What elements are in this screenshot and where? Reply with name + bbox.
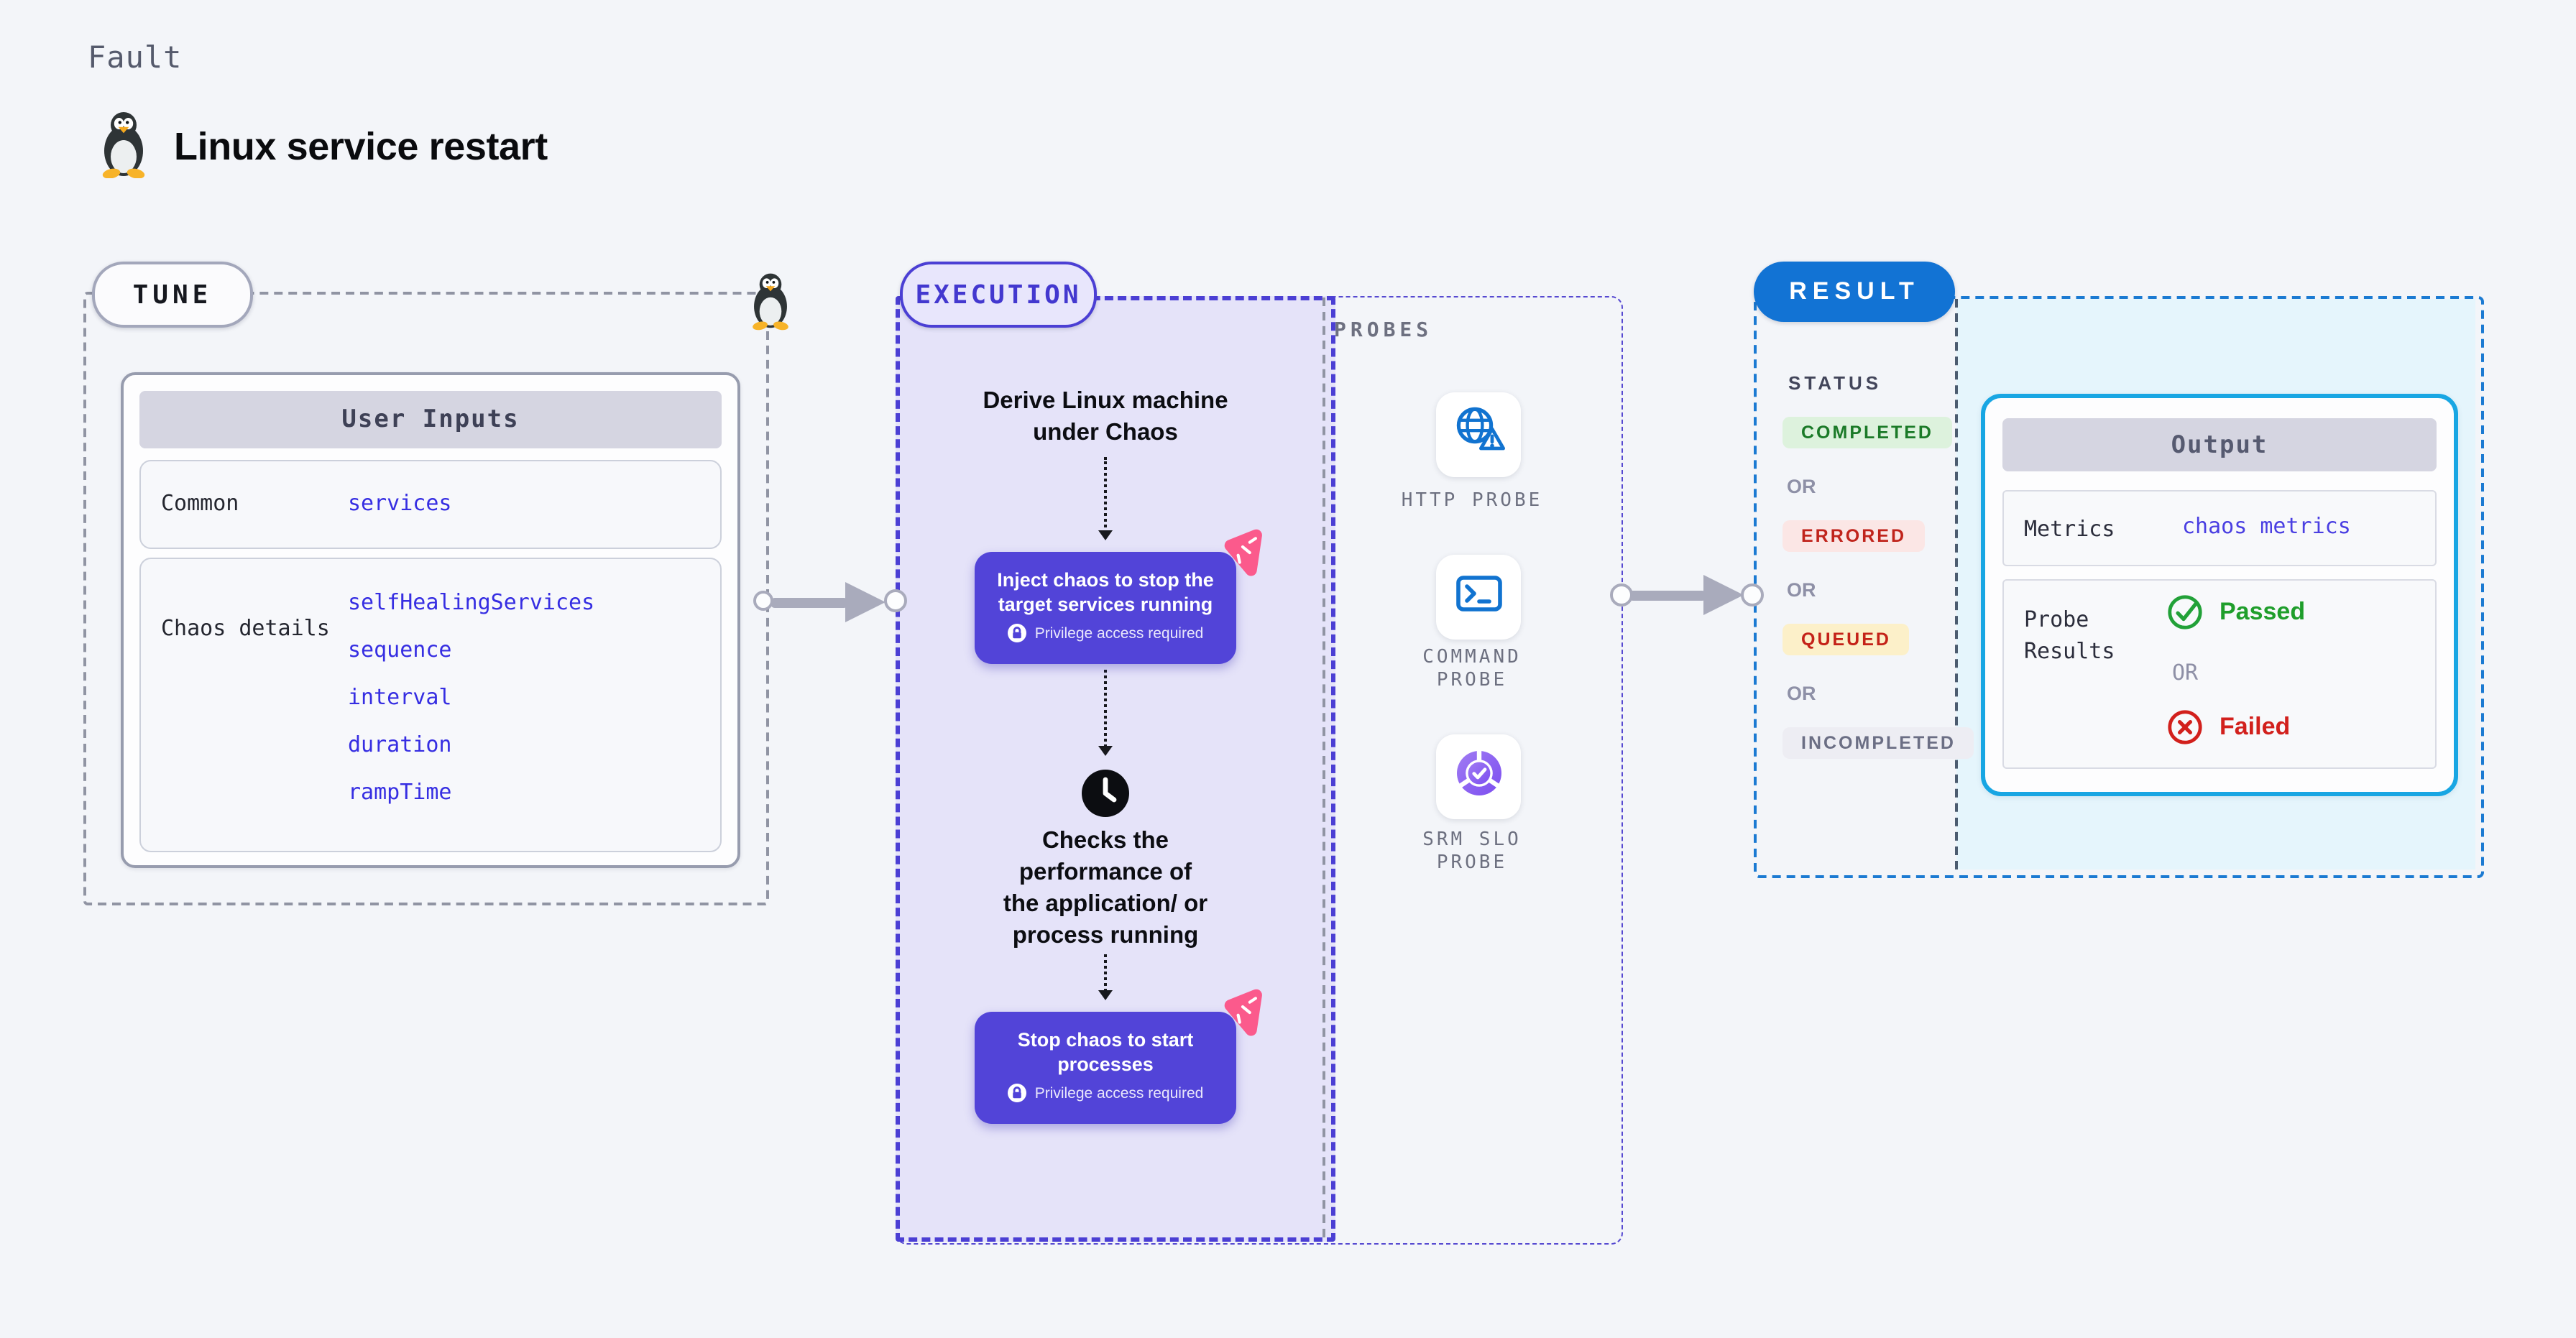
- title-row: Linux service restart: [95, 109, 548, 185]
- fault-kicker: Fault: [88, 40, 183, 75]
- row-label: Common: [161, 490, 239, 516]
- stop-chaos-title: Stop chaos to start processes: [1017, 1029, 1194, 1075]
- flow-connector-down-icon: [1098, 457, 1113, 540]
- result-badge: RESULT: [1754, 262, 1955, 322]
- passed-label: Passed: [2220, 598, 2306, 625]
- command-probe-label: COMMAND PROBE: [1422, 647, 1522, 691]
- metrics-row: Metrics chaos metrics: [2002, 490, 2437, 566]
- probes-left-divider: [1322, 297, 1325, 1237]
- terminal-icon: [1450, 565, 1507, 629]
- flow-connector-down-icon: [1098, 670, 1113, 756]
- http-probe-label: HTTP PROBE: [1401, 490, 1543, 512]
- tune-badge: TUNE: [92, 262, 253, 328]
- metrics-label: Metrics: [2024, 516, 2115, 542]
- row-label: Chaos details: [161, 615, 330, 641]
- input-value: services: [348, 490, 452, 516]
- table-row-common: Common services: [139, 460, 722, 549]
- status-badge-completed: COMPLETED: [1782, 417, 1952, 448]
- checks-step-text: Checks the performance of the applicatio…: [1003, 828, 1208, 949]
- or-separator: OR: [1787, 683, 1816, 704]
- command-probe-card: [1436, 555, 1521, 640]
- status-badge-errored: ERRORED: [1782, 520, 1926, 552]
- status-badge-incompleted: INCOMPLETED: [1782, 727, 1974, 759]
- inject-chaos-node: Inject chaos to stop the target services…: [975, 552, 1236, 664]
- tune-tux-icon: [746, 267, 795, 341]
- input-value: sequence: [348, 637, 452, 663]
- lock-icon: [1007, 624, 1026, 642]
- table-row-chaos-details: Chaos details selfHealingServices sequen…: [139, 558, 722, 852]
- privilege-note-text: Privilege access required: [1034, 1084, 1204, 1102]
- user-inputs-card: User Inputs Common services Chaos detail…: [121, 372, 740, 868]
- chaos-spark-icon: [1216, 527, 1268, 586]
- http-probe-card: [1436, 392, 1521, 477]
- input-value: duration: [348, 732, 452, 757]
- srm-slo-probe-label: SRM SLO PROBE: [1422, 829, 1522, 874]
- status-badge-queued: QUEUED: [1782, 624, 1910, 655]
- row-values: services: [348, 480, 452, 527]
- probe-results-row: Probe Results Passed OR Failed: [2002, 579, 2437, 769]
- input-value: interval: [348, 684, 452, 710]
- output-header: Output: [2002, 418, 2437, 471]
- linux-tux-icon: [95, 109, 152, 185]
- stop-chaos-node: Stop chaos to start processes Privilege …: [975, 1012, 1236, 1124]
- clock-icon: [1080, 767, 1131, 826]
- srm-slo-probe-card: [1436, 734, 1521, 819]
- privilege-note-text: Privilege access required: [1034, 624, 1204, 642]
- probes-label: PROBES: [1334, 319, 1433, 342]
- execution-badge: EXECUTION: [900, 262, 1097, 328]
- or-separator: OR: [1787, 579, 1816, 601]
- metrics-value: chaos metrics: [2182, 513, 2351, 539]
- page-title: Linux service restart: [174, 125, 548, 168]
- slo-donut-check-icon: [1450, 744, 1507, 809]
- input-value: rampTime: [348, 779, 452, 805]
- chaos-spark-icon: [1216, 987, 1268, 1046]
- privilege-note: Privilege access required: [975, 624, 1236, 642]
- globe-alert-icon: [1450, 402, 1507, 467]
- user-inputs-header: User Inputs: [139, 391, 722, 448]
- derive-step-text: Derive Linux machine under Chaos: [983, 388, 1228, 446]
- failed-label: Failed: [2220, 713, 2291, 740]
- inject-chaos-title: Inject chaos to stop the target services…: [997, 569, 1214, 615]
- passed-check-icon: [2166, 594, 2204, 638]
- row-values: selfHealingServices sequence interval du…: [348, 579, 594, 816]
- lock-icon: [1007, 1084, 1026, 1102]
- privilege-note: Privilege access required: [975, 1084, 1236, 1102]
- status-label: STATUS: [1788, 372, 1882, 394]
- flow-connector-down-icon: [1098, 954, 1113, 1000]
- failed-x-icon: [2166, 709, 2204, 753]
- or-separator: OR: [1787, 476, 1816, 497]
- or-separator: OR: [2172, 660, 2199, 686]
- output-card: Output Metrics chaos metrics Probe Resul…: [1981, 394, 2458, 796]
- probe-results-label: Probe Results: [2024, 606, 2115, 664]
- result-divider: [1955, 299, 1958, 869]
- input-value: selfHealingServices: [348, 589, 595, 615]
